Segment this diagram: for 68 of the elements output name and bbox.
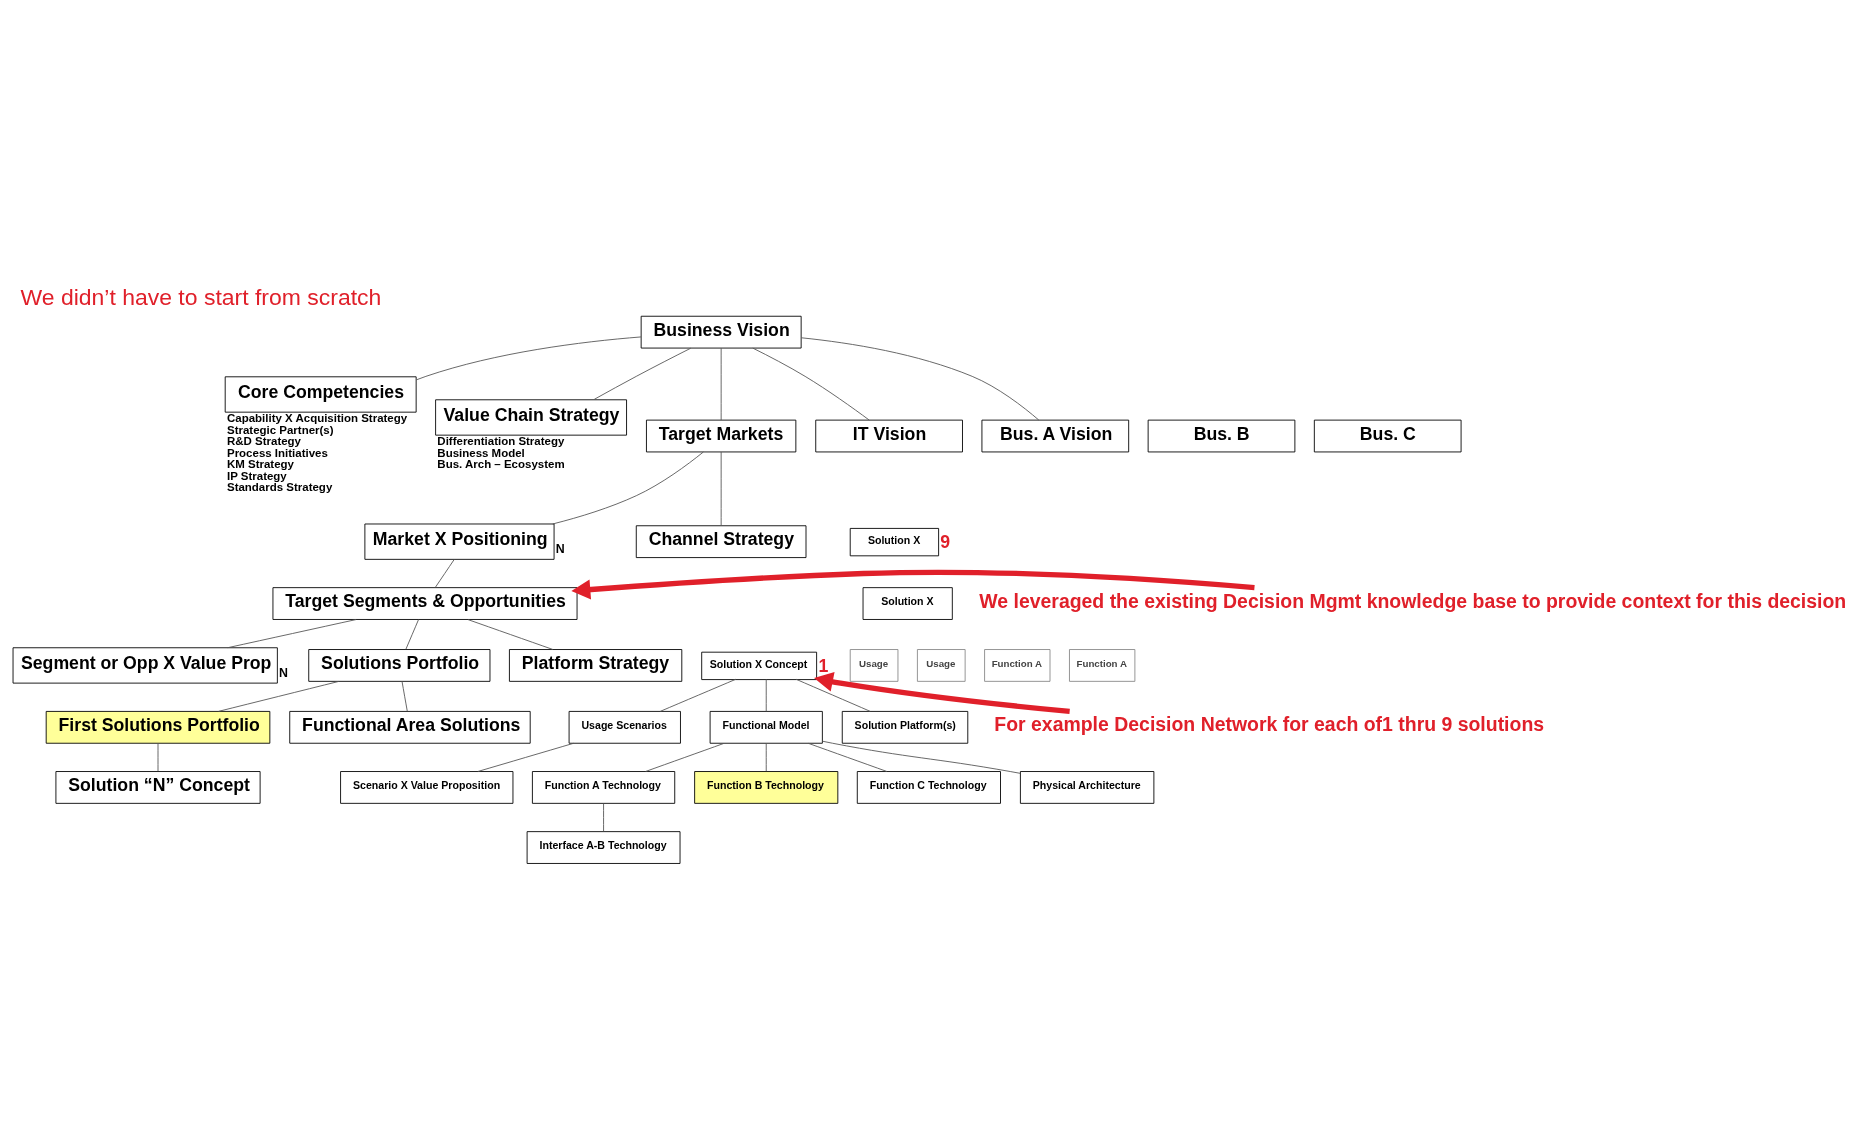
- connector: [645, 742, 725, 772]
- node-label: N: [555, 542, 565, 557]
- node-label: IP Strategy: [226, 469, 287, 482]
- connector: [765, 678, 767, 712]
- connector: [218, 680, 340, 712]
- node-box: Function A Technology: [531, 771, 676, 804]
- connector: [808, 742, 888, 772]
- node-box: Bus. B: [1147, 419, 1296, 453]
- connector: [467, 619, 554, 650]
- node-box: Bus. A Vision: [981, 419, 1130, 453]
- connector: [800, 337, 1040, 421]
- connector: [752, 347, 870, 421]
- node-box: Solution Platform(s): [841, 710, 969, 744]
- node-label: Strategic Partner(s): [226, 423, 334, 436]
- node-box: IT Vision: [815, 419, 963, 453]
- node-label: KM Strategy: [226, 458, 294, 471]
- connector: [157, 743, 159, 772]
- node-box: Function C Technology: [856, 771, 1001, 804]
- node-box: Physical Architecture: [1019, 771, 1155, 804]
- node-box: Bus. C: [1313, 419, 1462, 453]
- node-box: Functional Model: [709, 710, 823, 744]
- node-text: For example Decision Network for each of1 thru 9 solutions: [994, 713, 1545, 736]
- node-label: Bus. Arch – Ecosystem: [437, 458, 565, 471]
- node-box: Business Vision: [640, 315, 802, 349]
- diagram-title: We didn’t have to start from scratch: [20, 284, 382, 311]
- node-box: Interface A-B Technology: [526, 831, 681, 864]
- connector: [659, 678, 737, 712]
- connector: [415, 336, 642, 381]
- node-box: First Solutions Portfolio: [45, 710, 271, 744]
- connector: [822, 740, 1021, 774]
- connector: [434, 559, 455, 588]
- node-label: Standards Strategy: [226, 481, 333, 494]
- node-label: 1: [818, 655, 829, 676]
- label: Usage: [859, 658, 889, 670]
- connector: [405, 619, 419, 650]
- node-box: Target Markets: [646, 419, 797, 453]
- label: Function A: [1076, 658, 1127, 670]
- node-label: Differentiation Strategy: [437, 435, 565, 448]
- connector: [720, 451, 722, 527]
- node-box: Functional Area Solutions: [289, 710, 531, 744]
- node-label: Capability X Acquisition Strategy: [226, 412, 408, 425]
- label: Usage: [926, 658, 956, 670]
- node-label: 9: [940, 531, 951, 552]
- node-box: Target Segments & Opportunities: [272, 587, 578, 620]
- node-box: Platform Strategy: [509, 649, 683, 682]
- node-text: We leveraged the existing Decision Mgmt knowledge base to provide context for this decision: [979, 589, 1847, 612]
- connector: [593, 347, 692, 400]
- connector: [795, 678, 871, 712]
- arrow: [571, 569, 1255, 600]
- node-box: Channel Strategy: [635, 525, 807, 559]
- connector: [401, 681, 408, 712]
- node-label: N: [279, 666, 289, 681]
- connector: [227, 619, 357, 649]
- node-box: Solution “N” Concept: [55, 771, 261, 804]
- label: Function A: [991, 658, 1043, 670]
- node-box: Solutions Portfolio: [308, 649, 491, 682]
- node-label: Business Model: [437, 446, 525, 459]
- node-label: R&D Strategy: [226, 435, 301, 448]
- node-box: Usage Scenarios: [568, 710, 681, 744]
- arrow: [814, 672, 1070, 715]
- connector: [552, 451, 704, 525]
- node-label: Process Initiatives: [226, 446, 328, 459]
- node-box: Function B Technology: [694, 771, 839, 804]
- connector: [603, 803, 604, 832]
- node-box: Solution X: [862, 587, 953, 620]
- connector: [765, 743, 767, 772]
- node-box: Scenario X Value Proposition: [340, 771, 514, 804]
- connector: [720, 347, 722, 421]
